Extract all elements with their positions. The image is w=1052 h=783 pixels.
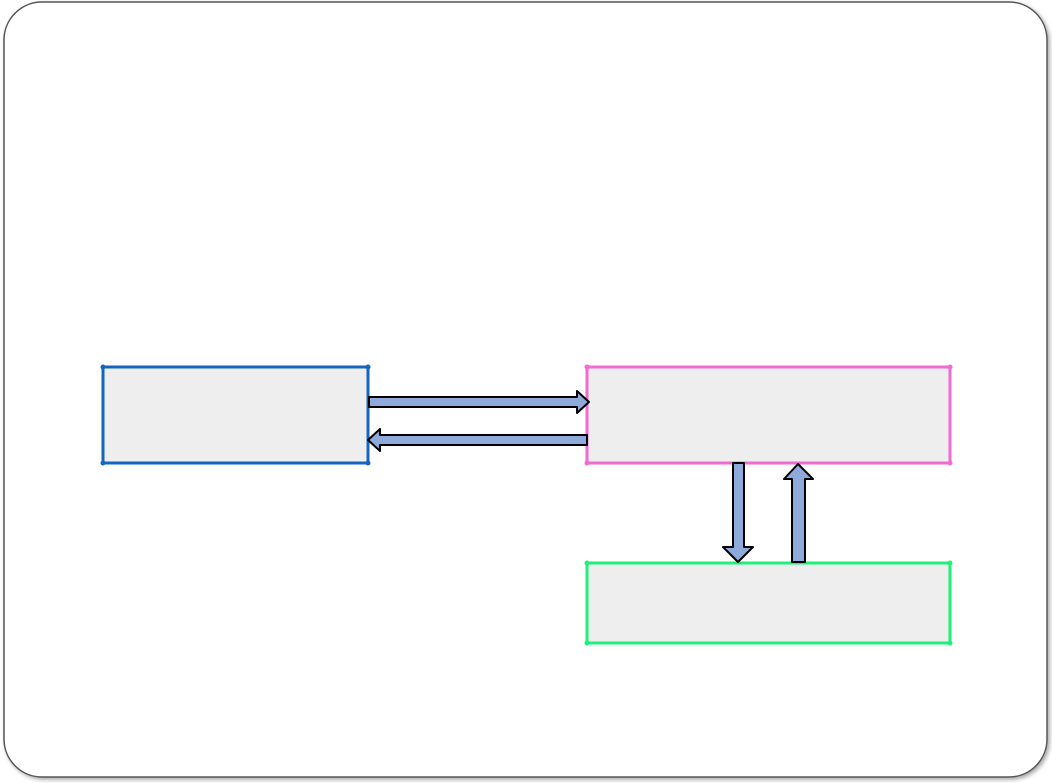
corner-handle: [584, 560, 590, 566]
corner-handle: [584, 364, 590, 370]
arrow-down-icon: [722, 462, 754, 563]
corner-handle: [584, 640, 590, 646]
arrow-left-icon: [367, 428, 588, 452]
corner-handle: [100, 364, 106, 370]
corner-handle: [365, 460, 371, 466]
box-left[interactable]: [101, 365, 370, 465]
corner-handle: [365, 364, 371, 370]
corner-handle: [584, 460, 590, 466]
box-right-top-group: [585, 365, 952, 465]
box-left-group: [101, 365, 370, 465]
arrow-right-icon: [368, 390, 590, 414]
corner-handle: [947, 560, 953, 566]
arrow-up-icon: [783, 463, 814, 563]
corner-handle: [947, 364, 953, 370]
box-right-top[interactable]: [585, 365, 952, 465]
box-right-bottom[interactable]: [585, 561, 952, 645]
corner-handle: [947, 640, 953, 646]
box-right-bottom-group: [585, 561, 952, 645]
corner-handle: [947, 460, 953, 466]
corner-handle: [100, 460, 106, 466]
corner-handles: [100, 364, 953, 646]
